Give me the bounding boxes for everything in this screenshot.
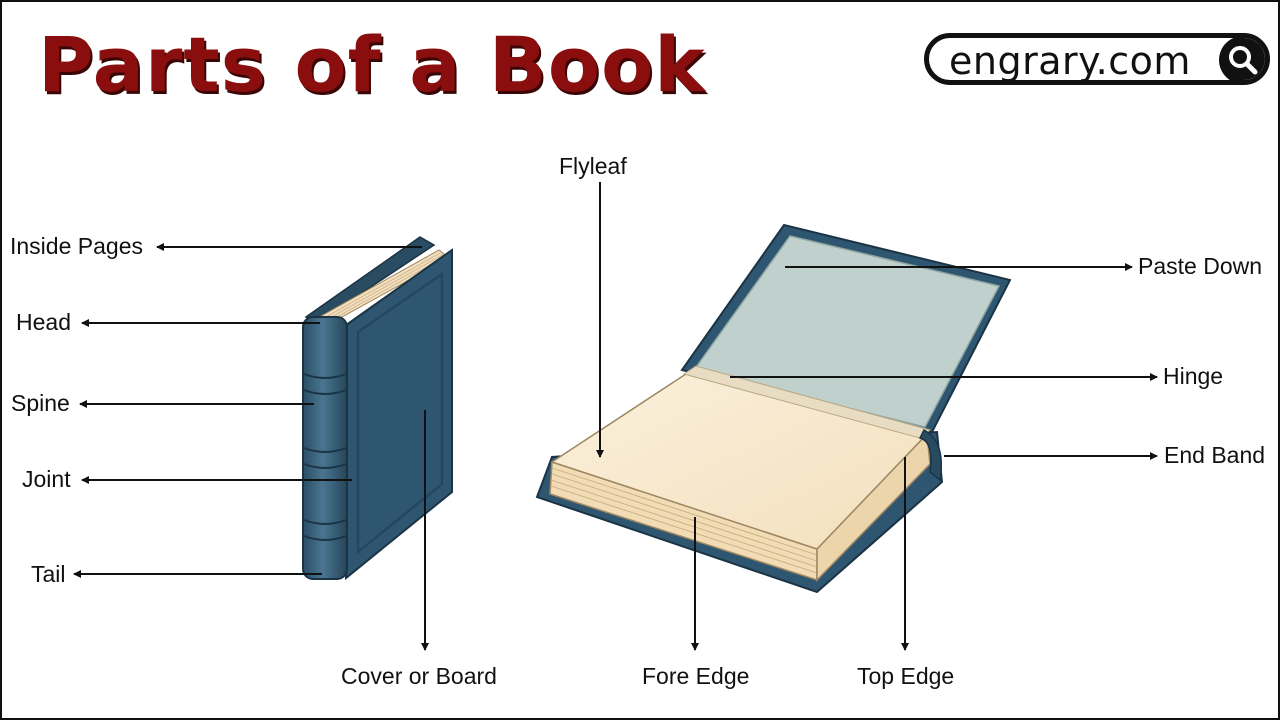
- label-flyleaf: Flyleaf: [559, 153, 627, 179]
- pointer-lines: [73, 182, 1158, 651]
- open-book: [535, 223, 1012, 594]
- label-head: Head: [16, 309, 71, 335]
- page-lines: [316, 251, 447, 327]
- label-inside-pages: Inside Pages: [10, 233, 143, 259]
- label-end-band: End Band: [1164, 442, 1265, 468]
- label-tail: Tail: [31, 561, 66, 587]
- spine-bands: [303, 373, 347, 541]
- page-title: Parts of a Book: [38, 20, 706, 109]
- spine: [302, 316, 348, 580]
- label-fore-edge: Fore Edge: [642, 663, 749, 689]
- label-paste-down: Paste Down: [1138, 253, 1262, 279]
- fore-edge-lines: [550, 467, 818, 574]
- end-band-shape: [918, 428, 942, 482]
- search-icon[interactable]: [1219, 38, 1265, 80]
- label-spine: Spine: [11, 390, 70, 416]
- label-cover-or-board: Cover or Board: [341, 663, 497, 689]
- label-joint: Joint: [22, 466, 71, 492]
- label-hinge: Hinge: [1163, 363, 1223, 389]
- hinge-strip: [682, 365, 932, 439]
- brand-text: engrary.com: [949, 39, 1191, 83]
- closed-book: [302, 236, 453, 581]
- label-top-edge: Top Edge: [857, 663, 954, 689]
- cover-panel: [356, 271, 444, 555]
- brand-badge[interactable]: engrary.com: [924, 33, 1270, 85]
